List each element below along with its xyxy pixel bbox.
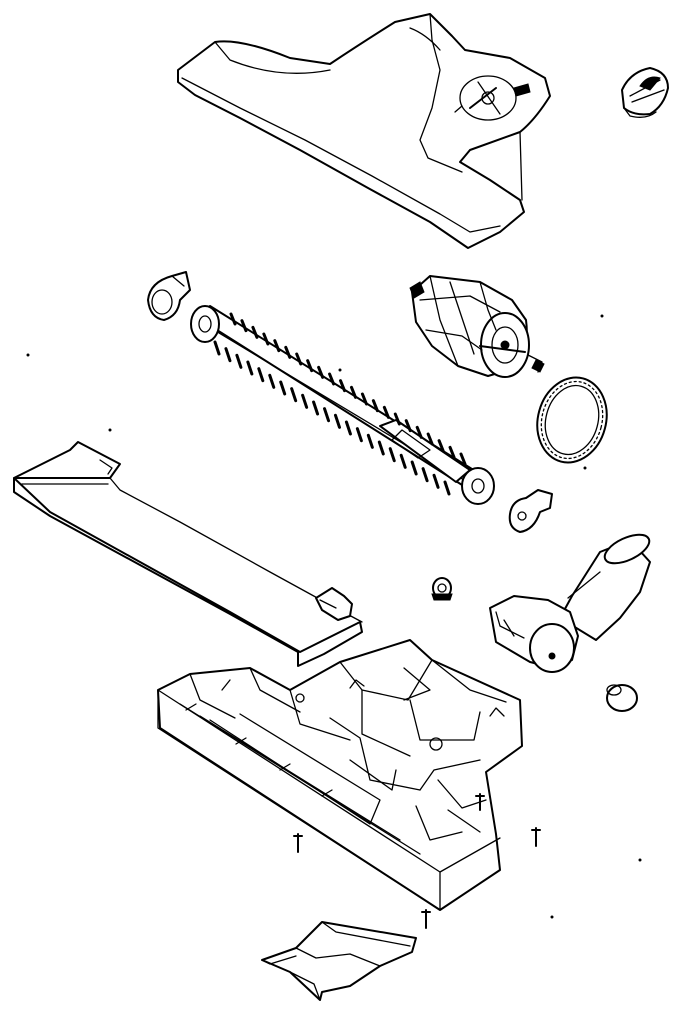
bristle-upper <box>295 352 303 366</box>
bristle-upper <box>437 439 445 453</box>
plug-cap <box>606 684 638 712</box>
pulley <box>431 577 453 601</box>
bristle-lower <box>355 427 363 443</box>
screw-4 <box>421 909 431 929</box>
bristle-lower <box>290 387 298 403</box>
bristle-lower <box>377 440 385 456</box>
bristle-lower <box>224 347 232 363</box>
brush-roll <box>190 305 495 505</box>
bristle-upper <box>349 385 357 399</box>
bottom-plate <box>261 921 417 1001</box>
bristle-lower <box>344 420 352 436</box>
bristle-upper <box>240 319 248 333</box>
bristle-lower <box>257 367 265 383</box>
motor-assembly <box>409 275 545 378</box>
bristle-lower <box>323 407 331 423</box>
bristle-lower <box>301 393 309 409</box>
bristle-lower <box>443 480 451 496</box>
bristle-upper <box>382 405 390 419</box>
screw-1 <box>293 833 303 853</box>
bristle-lower <box>246 360 254 376</box>
bearing-cap-right <box>508 489 553 533</box>
speck-marks <box>26 314 642 919</box>
bristle-upper <box>404 419 412 433</box>
bristle-upper <box>415 425 423 439</box>
bristle-lower <box>333 413 341 429</box>
bumper <box>13 441 363 667</box>
bristle-lower <box>421 467 429 483</box>
bristle-upper <box>317 365 325 379</box>
bristle-lower <box>279 380 287 396</box>
swivel-neck <box>489 533 651 673</box>
bristle-lower <box>399 453 407 469</box>
screw-3 <box>531 827 541 847</box>
bristle-lower <box>268 373 276 389</box>
bristle-upper <box>273 339 281 353</box>
bristle-upper <box>306 359 314 373</box>
bristle-upper <box>426 432 434 446</box>
base-housing <box>157 639 523 911</box>
bristle-upper <box>339 379 347 393</box>
bristle-lower <box>312 400 320 416</box>
screws <box>293 793 541 929</box>
screw-2 <box>475 793 485 811</box>
bristle-upper <box>371 399 379 413</box>
bristle-upper <box>262 332 270 346</box>
bristle-lower <box>213 340 221 356</box>
bristle-lower <box>432 473 440 489</box>
bristle-upper <box>284 345 292 359</box>
nozzle-hood <box>177 13 551 249</box>
height-knob <box>621 67 669 118</box>
bearing-cap-left <box>147 271 191 321</box>
brush-bristles <box>213 312 467 496</box>
bristle-upper <box>328 372 336 386</box>
drive-belt <box>536 376 608 464</box>
bristle-lower <box>388 447 396 463</box>
bristle-upper <box>251 325 259 339</box>
bristle-lower <box>366 433 374 449</box>
bristle-upper <box>229 312 237 326</box>
bristle-lower <box>235 353 243 369</box>
bristle-upper <box>360 392 368 406</box>
bristle-lower <box>410 460 418 476</box>
bristle-upper <box>459 452 467 466</box>
bristle-upper <box>448 445 456 459</box>
bristle-upper <box>393 412 401 426</box>
